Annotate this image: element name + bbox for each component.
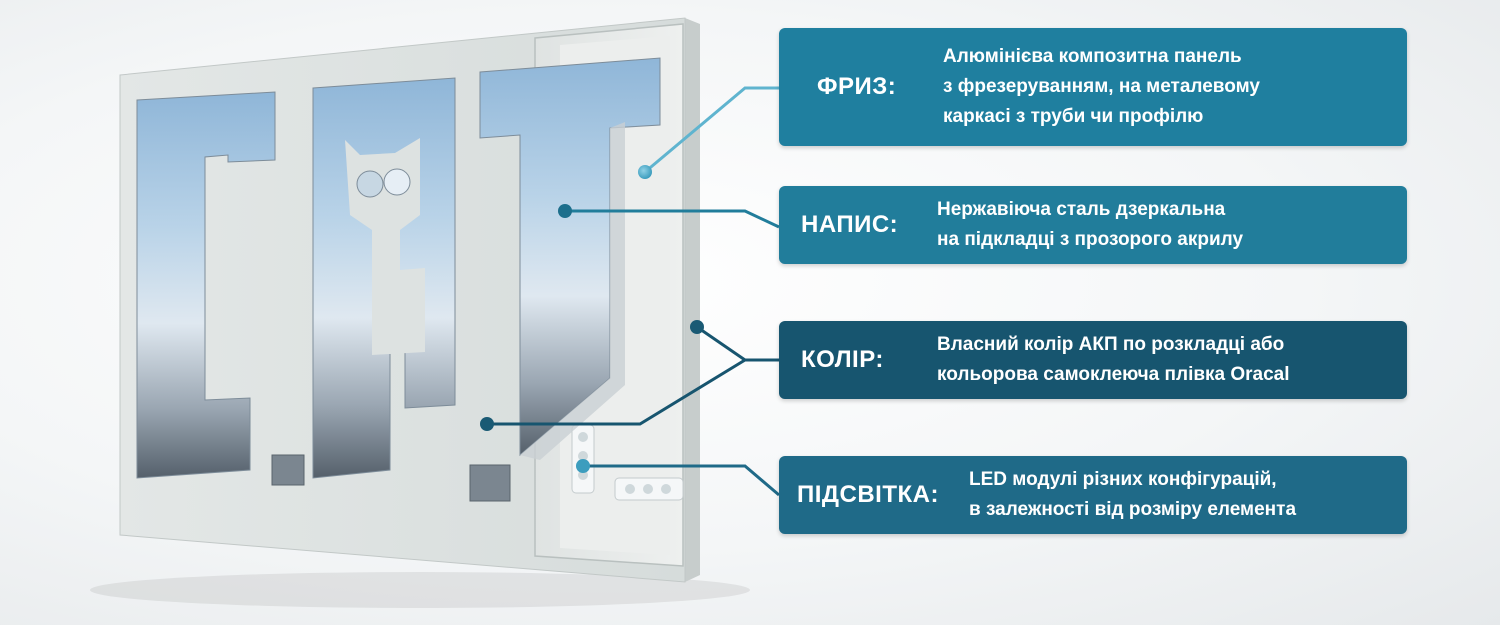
acrylic-backing (520, 122, 625, 460)
callout-friz: ФРИЗ: Алюмінієва композитна панель з фре… (779, 28, 1407, 146)
sign-shadow (90, 572, 750, 608)
cat-left-eye (356, 170, 384, 198)
leader-pidsvitka (583, 464, 780, 497)
marker-napys (558, 204, 572, 218)
callout-desc-kolir: Власний колір АКП по розкладці або кольо… (937, 330, 1290, 390)
callout-line: Власний колір АКП по розкладці або (937, 334, 1285, 355)
letter-s (136, 91, 276, 479)
marker-kolir-letters (480, 417, 494, 431)
callout-line: Алюмінієва композитна панель (943, 46, 1242, 67)
leader-napys (565, 209, 780, 229)
callout-line: на підкладці з прозорого акрилу (937, 229, 1244, 250)
callout-napys: НАПИС: Нержавіюча сталь дзеркальна на пі… (779, 186, 1407, 264)
period-1 (271, 454, 305, 486)
callout-label-friz: ФРИЗ: (817, 73, 897, 100)
callout-line: каркасі з труби чи профілю (943, 106, 1204, 127)
callout-pidsvitka: ПІДСВІТКА: LED модулі різних конфігураці… (779, 456, 1407, 534)
leader-friz (644, 86, 779, 174)
leader-kolir-letters (487, 358, 746, 426)
callout-line: LED модулі різних конфігурацій, (969, 469, 1277, 490)
callout-line: кольорова самоклеюча плівка Oracal (937, 364, 1290, 385)
callout-line: в залежності від розміру елемента (969, 499, 1297, 520)
marker-friz (638, 165, 652, 179)
callout-label-pidsvitka: ПІДСВІТКА: (797, 481, 939, 508)
leader-lines (487, 86, 780, 497)
marker-pidsvitka (576, 459, 590, 473)
panel-edge (685, 18, 700, 582)
callout-label-kolir: КОЛІР: (801, 346, 884, 373)
period-2 (469, 464, 511, 502)
callout-desc-friz: Алюмінієва композитна панель з фрезерува… (943, 42, 1260, 132)
callout-label-napys: НАПИС: (801, 211, 899, 238)
callout-line: з фрезеруванням, на металевому (943, 76, 1260, 97)
leader-kolir-panel (696, 325, 779, 362)
callout-desc-pidsvitka: LED модулі різних конфігурацій, в залежн… (969, 465, 1296, 525)
callout-line: Нержавіюча сталь дзеркальна (937, 199, 1226, 220)
callout-kolir: КОЛІР: Власний колір АКП по розкладці аб… (779, 321, 1407, 399)
callout-desc-napys: Нержавіюча сталь дзеркальна на підкладці… (937, 195, 1243, 255)
cat-right-eye (383, 168, 411, 196)
marker-kolir-panel (690, 320, 704, 334)
